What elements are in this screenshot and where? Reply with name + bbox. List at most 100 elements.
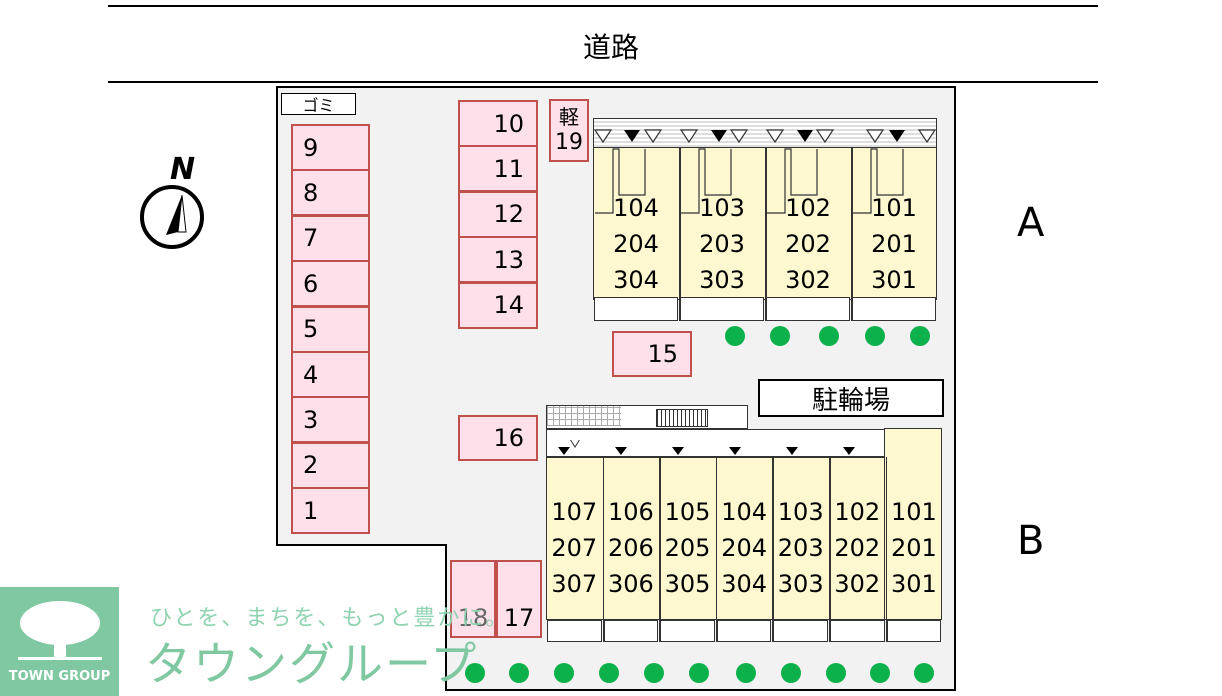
building-b-body	[546, 457, 942, 620]
unit-number: 306	[607, 570, 654, 598]
parking-space-label: 6	[303, 269, 319, 298]
unit-numbers: 105 205 305	[659, 494, 716, 602]
unit-number: 301	[890, 570, 937, 598]
garbage-label: ゴミ	[281, 93, 356, 115]
building-a-letter: A	[1017, 200, 1045, 246]
unit-number: 107	[551, 498, 598, 526]
unit-number: 302	[785, 266, 831, 294]
tree-icon	[781, 663, 801, 683]
parking-space-5: 5	[291, 305, 370, 353]
road-label: 道路	[582, 31, 639, 64]
building-a-interior-lines	[595, 148, 904, 214]
tree-icon	[554, 663, 574, 683]
building-b-stair-steps	[656, 409, 708, 427]
balcony	[660, 620, 715, 642]
parking-space-label: 2	[303, 451, 319, 480]
parking-space-17: 17	[496, 560, 542, 638]
watermark-logo-text: TOWN GROUP	[8, 669, 111, 684]
unit-divider	[829, 457, 831, 642]
tree-icon	[910, 326, 930, 346]
unit-number: 202	[785, 230, 831, 258]
unit-divider	[772, 457, 774, 642]
watermark-logo: TOWN GROUP	[0, 587, 119, 696]
balcony	[830, 620, 885, 642]
unit-number: 103	[777, 498, 824, 526]
parking-space-label: 7	[303, 224, 319, 253]
building-a-entrance-markers	[593, 129, 937, 144]
parking-space-label: 3	[303, 405, 319, 434]
unit-divider	[679, 147, 681, 321]
unit-divider	[659, 457, 661, 642]
parking-space-label: 14	[493, 291, 524, 320]
tree-icon	[870, 663, 890, 683]
parking-space-7: 7	[291, 214, 370, 262]
unit-divider	[765, 147, 767, 321]
building-b-entrance-markers	[558, 440, 896, 455]
unit-number: 203	[699, 230, 745, 258]
road-bottom-line	[108, 81, 1098, 83]
unit-number: 102	[834, 498, 881, 526]
parking-space-8: 8	[291, 169, 370, 217]
tree-icon	[770, 326, 790, 346]
unit-number: 305	[664, 570, 711, 598]
unit-number: 303	[699, 266, 745, 294]
balcony	[773, 620, 828, 642]
parking-space-11: 11	[458, 145, 538, 193]
parking-space-16: 16	[458, 415, 538, 461]
unit-numbers: 102 202 302	[765, 190, 851, 298]
tree-icon	[644, 663, 664, 683]
unit-number: 106	[607, 498, 654, 526]
unit-number: 201	[890, 534, 937, 562]
compass-label: N	[170, 152, 196, 187]
unit-number: 302	[834, 570, 881, 598]
tree-icon	[465, 663, 485, 683]
tree-icon	[599, 663, 619, 683]
tree-icon	[826, 663, 846, 683]
balcony	[603, 620, 659, 642]
compass: N	[130, 150, 220, 260]
parking-space-13: 13	[458, 236, 538, 284]
parking-space-4: 4	[291, 351, 370, 398]
parking-space-15: 15	[612, 331, 692, 377]
parking-space-label: 8	[303, 178, 319, 207]
parking-space-label: 13	[493, 245, 524, 274]
tree-icon	[819, 326, 839, 346]
tree-icon	[865, 326, 885, 346]
unit-number: 303	[777, 570, 824, 598]
balcony	[766, 297, 850, 321]
unit-number: 105	[664, 498, 711, 526]
parking-space-16-label: 16	[493, 424, 524, 452]
bicycle-parking-label: 駐輪場	[758, 379, 944, 417]
unit-divider	[851, 147, 853, 321]
unit-number: 206	[607, 534, 654, 562]
tree-icon	[914, 663, 934, 683]
parking-space-label: 9	[303, 133, 319, 162]
balcony	[716, 620, 772, 642]
unit-number: 104	[721, 498, 767, 526]
unit-number: 207	[551, 534, 598, 562]
unit-number: 204	[721, 534, 767, 562]
balcony	[680, 297, 764, 321]
building-b-corridor	[546, 429, 898, 457]
unit-number: 102	[785, 194, 831, 222]
watermark-company: タウングループ	[145, 637, 479, 691]
building-b-letter: B	[1017, 518, 1045, 564]
parking-space-12: 12	[458, 190, 538, 238]
parking-space-14: 14	[458, 281, 538, 329]
unit-number: 205	[664, 534, 711, 562]
parking-space-10: 10	[458, 100, 538, 147]
balcony	[594, 297, 678, 321]
unit-number: 301	[871, 266, 917, 294]
watermark-slogan: ひとを、まちを、もっと豊かに。	[150, 606, 510, 631]
parking-space-9: 9	[291, 124, 370, 171]
tree-icon	[736, 663, 756, 683]
unit-number: 307	[551, 570, 598, 598]
unit-number: 104	[613, 194, 659, 222]
building-b-end-unit	[884, 428, 942, 620]
parking-space-17-label: 17	[503, 604, 535, 632]
balcony	[886, 620, 942, 642]
